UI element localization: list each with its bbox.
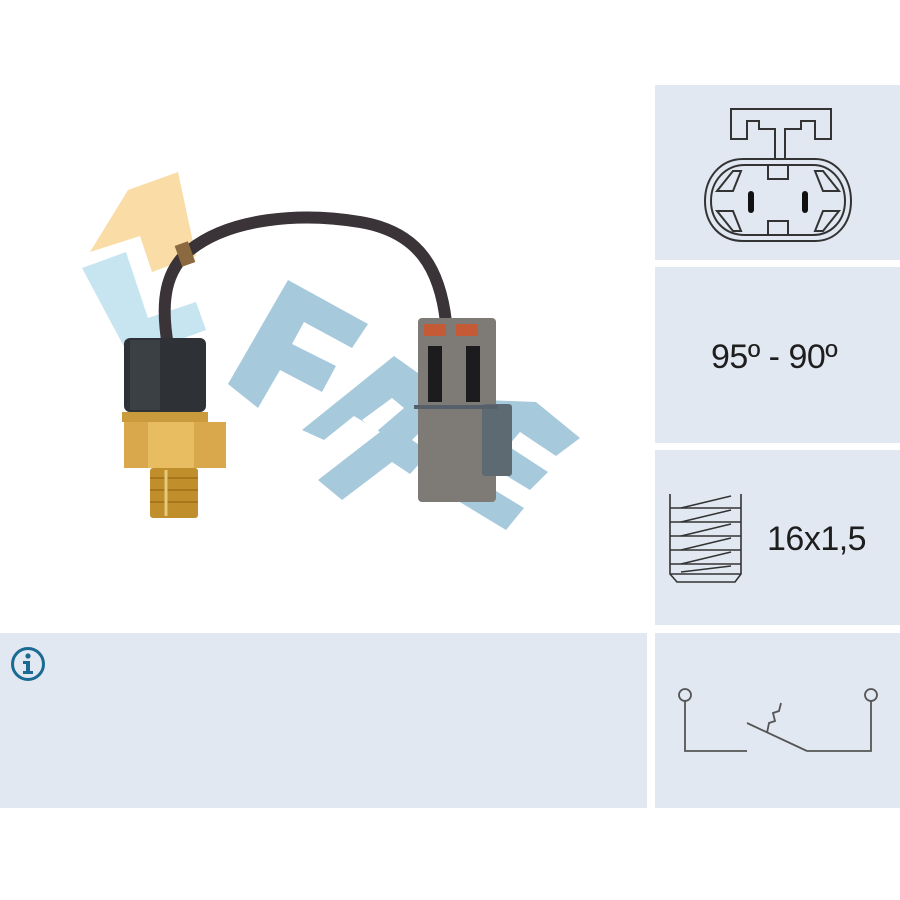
spec-panel-temperature: 95º - 90º (655, 267, 900, 443)
info-icon[interactable] (10, 646, 46, 682)
spec-panel-thread: 16x1,5 (655, 450, 900, 625)
temperature-range: 95º - 90º (711, 338, 838, 376)
spec-panel-connector (655, 85, 900, 260)
connector-2pin-icon (703, 108, 853, 242)
product-image (82, 172, 580, 530)
spec-panel-switch (655, 633, 900, 808)
sensor-body (122, 338, 226, 518)
thread-icon (669, 494, 742, 583)
thread-size: 16x1,5 (767, 520, 867, 558)
normally-open-thermal-switch-icon (678, 688, 878, 752)
cable-connector (414, 318, 512, 502)
info-panel (0, 633, 647, 808)
